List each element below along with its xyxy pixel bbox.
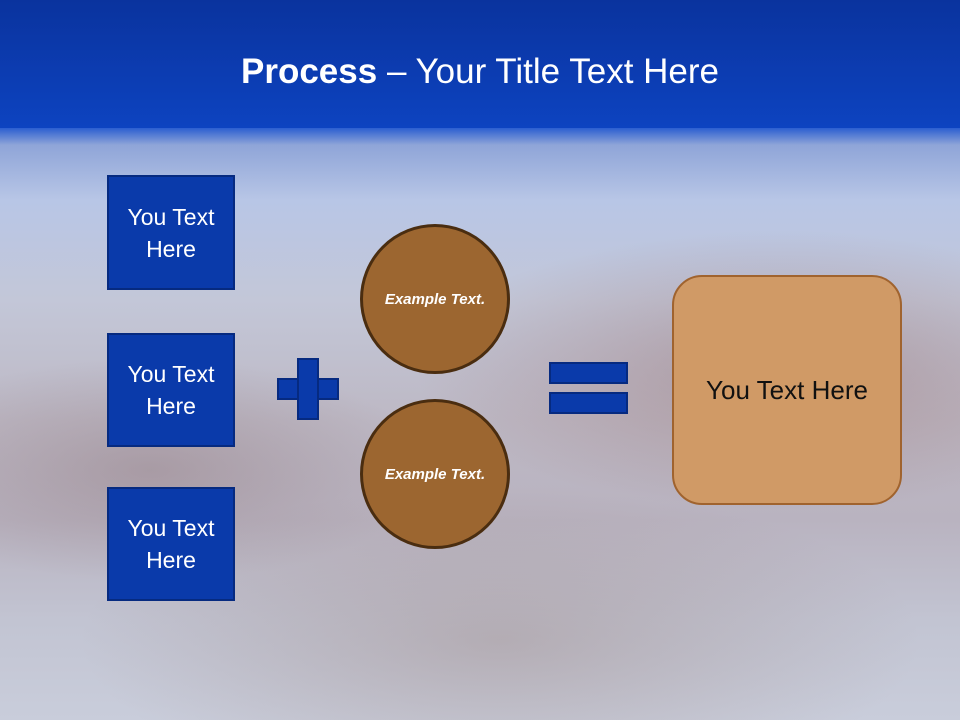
example-circle-2: Example Text. <box>360 399 510 549</box>
equals-bar-bottom <box>549 392 628 414</box>
title-bar <box>0 0 960 128</box>
example-circle-1: Example Text. <box>360 224 510 374</box>
equals-bar-top <box>549 362 628 384</box>
plus-center <box>299 380 317 398</box>
text-box-1: You Text Here <box>107 175 235 290</box>
text-box-2: You Text Here <box>107 333 235 447</box>
text-box-3: You Text Here <box>107 487 235 601</box>
title-rest: – Your Title Text Here <box>377 52 719 91</box>
title-bold: Process <box>241 52 378 91</box>
result-box: You Text Here <box>672 275 902 505</box>
slide-title: Process – Your Title Text Here <box>0 52 960 92</box>
